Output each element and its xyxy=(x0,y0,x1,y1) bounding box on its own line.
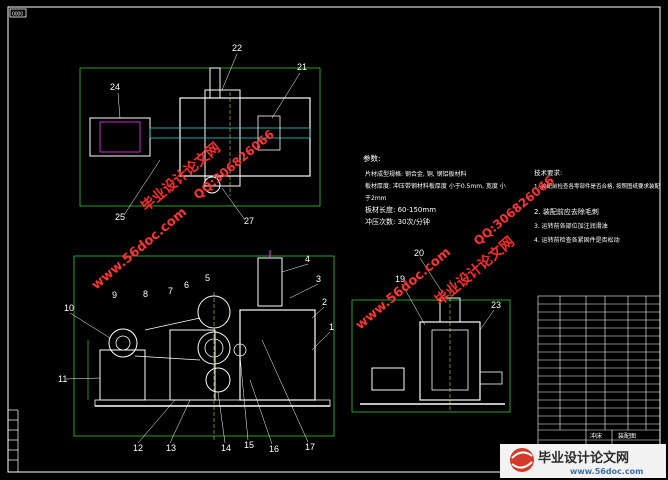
part-label-16: 16 xyxy=(269,444,279,454)
front-view-gearbox xyxy=(169,329,216,401)
requirements-line-3: 3. 运转前各部位加注润滑油 xyxy=(534,222,608,230)
notes-line-5: 冲压次数: 30次/分钟 xyxy=(365,217,430,226)
front-view-dim-frame xyxy=(73,255,335,437)
part-label-22: 21 xyxy=(297,62,307,72)
part-label-14: 14 xyxy=(221,443,231,453)
watermark-brand-2: 毕业设计论文网 xyxy=(432,233,518,309)
requirements-line-1: 1. 装配前检查各零部件是否合格, 按照图纸要求装配 xyxy=(534,182,660,190)
top-view-dim-frame xyxy=(79,67,321,207)
notes-line-4: 板材长度: 60-150mm xyxy=(365,205,436,214)
leader-lines xyxy=(65,53,495,445)
top-view-motor-inner xyxy=(99,121,141,153)
requirements-heading: 技术要求: xyxy=(534,168,562,177)
front-view-belt-bottom xyxy=(134,355,201,361)
part-label-2: 2 xyxy=(322,297,327,307)
part-label-15: 15 xyxy=(244,440,254,450)
front-view-pulley-left xyxy=(108,328,138,358)
part-label-5: 5 xyxy=(205,273,210,283)
logo-brand: 毕业设计论文网 xyxy=(538,450,629,466)
part-label-8: 8 xyxy=(143,289,148,299)
part-label-13: 13 xyxy=(166,443,176,453)
front-view-base xyxy=(94,399,331,407)
top-view xyxy=(79,67,321,207)
part-label-19: 19 xyxy=(395,274,405,284)
part-label-11: 11 xyxy=(58,374,67,384)
notes-line-3: 于2mm xyxy=(365,195,387,202)
part-label-20: 20 xyxy=(414,248,424,258)
front-view-motor-stand xyxy=(99,349,146,401)
part-label-3: 3 xyxy=(316,274,321,284)
corner-tag-box xyxy=(9,8,27,18)
watermark-site-2: www.56doc.com xyxy=(353,245,454,333)
part-label-12: 12 xyxy=(133,443,143,453)
front-view-cylinder xyxy=(257,257,283,307)
parts-list xyxy=(537,295,661,457)
technical-requirements: 技术要求: 1. 装配前检查各零部件是否合格, 按照图纸要求装配 2. 装配前应… xyxy=(534,168,660,244)
part-label-6: 6 xyxy=(184,280,189,290)
part-label-7: 7 xyxy=(168,286,173,296)
top-view-bracket xyxy=(257,115,281,151)
part-label-21: 23 xyxy=(491,300,501,310)
part-labels: 22 21 24 25 27 4 3 5 6 7 8 9 2 1 10 11 1… xyxy=(58,43,501,454)
margin-strip xyxy=(8,409,19,472)
parameters-notes: 参数: 片材成型规格: 钢合金, 铜, 钢铝板材料 板材厚度: 冲压带钢材料板厚… xyxy=(363,153,506,226)
logo-url: www.56doc.com xyxy=(570,467,643,476)
part-label-25: 25 xyxy=(115,212,125,222)
top-view-gear xyxy=(203,176,221,194)
side-view xyxy=(351,280,511,413)
title-block-unit: 装配图 xyxy=(618,432,636,440)
part-label-10: 10 xyxy=(64,303,74,313)
corner-tag: 0000 xyxy=(12,12,23,18)
notes-line-1: 片材成型规格: 钢合金, 铜, 钢铝板材料 xyxy=(365,170,467,178)
part-label-4: 4 xyxy=(305,254,310,264)
side-view-motor xyxy=(371,367,405,391)
title-block-name: 冲床 xyxy=(590,432,602,440)
part-label-27: 27 xyxy=(244,216,254,226)
front-view-gear-low xyxy=(205,367,231,393)
notes-line-2: 板材厚度: 冲压带钢材料板厚度 小于0.5mm, 宽度 小 xyxy=(365,182,506,190)
front-view-press-frame xyxy=(239,309,316,401)
top-view-motor xyxy=(89,117,151,157)
part-label-24: 24 xyxy=(110,82,120,92)
requirements-line-4: 4. 运转前检查各紧固件是否松动 xyxy=(534,236,620,244)
watermark-site-1: www.56doc.com xyxy=(89,205,190,293)
top-view-cylinder xyxy=(209,67,221,99)
site-logo: 毕业设计论文网 www.56doc.com xyxy=(500,444,666,478)
part-label-23: 22 xyxy=(232,43,242,53)
side-view-outlet xyxy=(479,371,503,385)
drawing-border xyxy=(7,6,661,473)
logo-ball-icon xyxy=(510,448,534,472)
notes-heading: 参数: xyxy=(363,153,381,163)
side-view-dim-frame xyxy=(351,299,511,413)
requirements-line-2: 2. 装配前应去除毛刺 xyxy=(534,207,599,216)
front-view-belt-top xyxy=(144,317,201,331)
part-label-17: 17 xyxy=(305,442,315,452)
part-label-1: 1 xyxy=(329,322,334,332)
part-label-9: 9 xyxy=(112,290,117,300)
